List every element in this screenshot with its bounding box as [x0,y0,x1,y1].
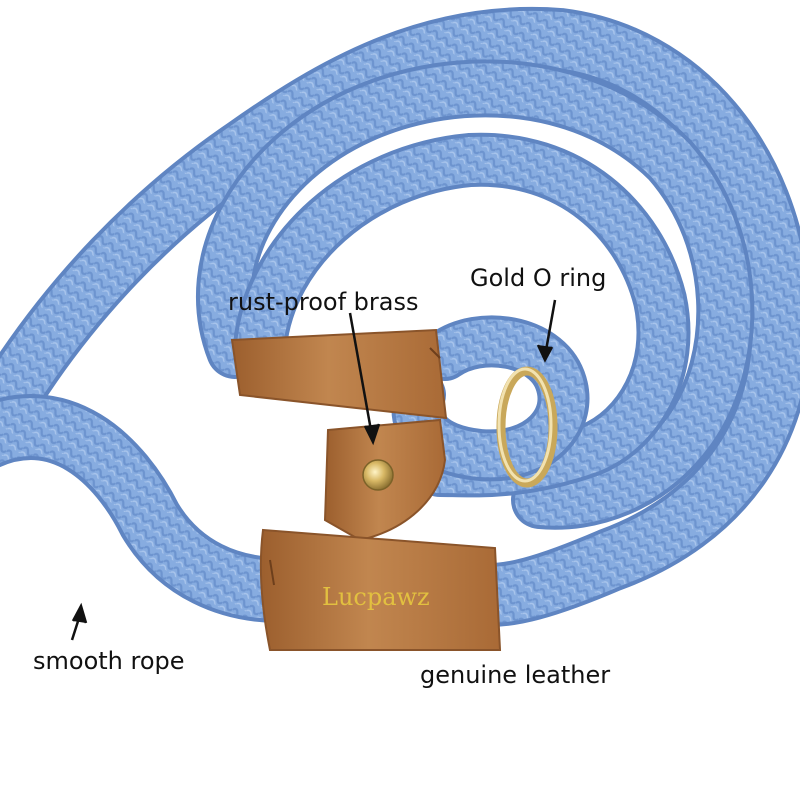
arrow-brass [348,312,381,446]
rope-handle-strand [0,394,313,623]
leather-sleeve-small [230,328,448,420]
leather-tab [323,418,447,542]
label-gold-ring: Gold O ring [470,264,607,292]
brand-name: Lucpawz [322,583,430,611]
label-rope: smooth rope [33,647,185,675]
gold-o-ring [496,366,558,488]
leather-sleeve-brand: Lucpawz [259,528,502,651]
label-leather: genuine leather [420,661,611,689]
label-brass: rust-proof brass [228,288,419,316]
arrow-rope [70,602,88,641]
rope-outer-loop [0,6,800,627]
brass-rivet [362,459,394,491]
rope-middle-loop [196,59,755,530]
callout-arrows [70,299,557,641]
arrow-gold-ring [536,299,557,363]
